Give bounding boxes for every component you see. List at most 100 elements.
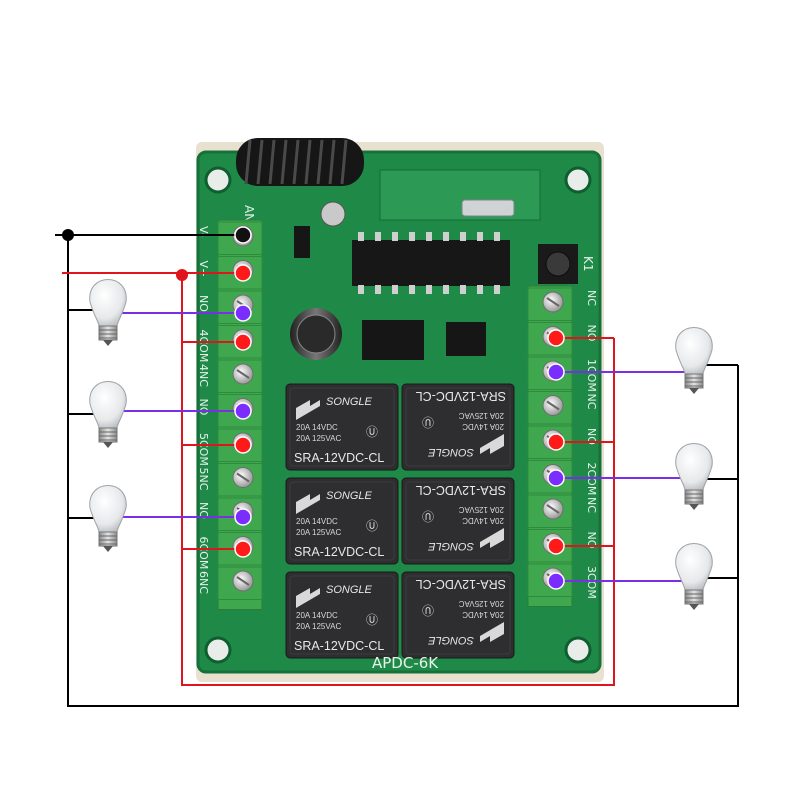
black-return-wire — [67, 235, 739, 707]
junction-dot — [176, 269, 188, 281]
terminal-dot — [234, 540, 252, 558]
decoder-ic — [352, 232, 510, 294]
k1-push-button[interactable] — [538, 244, 578, 284]
terminal-dot — [547, 572, 565, 590]
ic-pin — [358, 285, 364, 294]
terminal-label: NO — [585, 428, 598, 445]
light-bulb-icon — [675, 327, 713, 394]
terminal-label: 4COM — [197, 330, 210, 363]
terminal-dot — [234, 304, 252, 322]
light-bulb-icon — [89, 381, 127, 448]
relay-rating: 20A 14VDC — [462, 610, 504, 619]
ic-pin — [426, 232, 432, 241]
relay-rating: 20A 14VDC — [296, 517, 338, 526]
mounting-hole — [564, 636, 592, 664]
relays: SONGLE 20A 14VDC 20A 125VAC Ⓤ SRA-12VDC-CL SO… — [285, 383, 515, 659]
ic-pin — [443, 285, 449, 294]
relay-rating: 20A 125VAC — [296, 528, 341, 537]
relay-model: SRA-12VDC-CL — [294, 639, 384, 653]
songle-logo-icon — [296, 400, 320, 420]
terminal-dot — [234, 436, 252, 454]
mounting-hole — [204, 166, 232, 194]
relay-rating: 20A 14VDC — [296, 611, 338, 620]
ic-pin — [392, 232, 398, 241]
ic-pin — [409, 285, 415, 294]
relay-model: SRA-12VDC-CL — [294, 451, 384, 465]
ic-pin — [426, 285, 432, 294]
receiver-module — [379, 169, 541, 221]
songle-logo-icon — [480, 528, 504, 548]
ic-pin — [392, 285, 398, 294]
driver-chip — [362, 320, 424, 360]
terminal-label: NO — [585, 532, 598, 549]
terminal-dot — [547, 329, 565, 347]
songle-logo-icon — [480, 434, 504, 454]
relay-brand: SONGLE — [326, 490, 373, 502]
relay-brand: SONGLE — [427, 540, 474, 552]
relay-brand: SONGLE — [427, 634, 474, 646]
relay-rating: 20A 14VDC — [462, 516, 504, 525]
antenna-coil — [236, 138, 364, 186]
relay-model: SRA-12VDC-CL — [416, 483, 506, 497]
relay-brand: SONGLE — [326, 584, 373, 596]
terminal-dot — [547, 433, 565, 451]
relay-model: SRA-12VDC-CL — [416, 389, 506, 403]
ic-pin — [375, 232, 381, 241]
driver-chip — [446, 322, 486, 356]
relay-rating: 20A 125VAC — [296, 622, 341, 631]
ic-pin — [375, 285, 381, 294]
terminal-label: 5NC — [197, 468, 210, 491]
red-supply-wire — [181, 273, 615, 686]
light-bulb-icon — [675, 443, 713, 510]
ic-pin — [477, 232, 483, 241]
light-bulb-icon — [89, 279, 127, 346]
terminal-label: NO — [197, 399, 210, 416]
terminal-label: NO — [585, 325, 598, 342]
ic-pin — [443, 232, 449, 241]
ic-pin — [358, 232, 364, 241]
k1-label: K1 — [581, 256, 595, 272]
terminal-label: V+ — [197, 261, 210, 278]
terminal-label: 1COM — [585, 359, 598, 392]
ic-pin — [460, 285, 466, 294]
mounting-hole — [204, 636, 232, 664]
relay-rating: 20A 14VDC — [296, 423, 338, 432]
terminal-dot — [234, 264, 252, 282]
relay-model: SRA-12VDC-CL — [416, 577, 506, 591]
light-bulb-icon — [89, 485, 127, 552]
relay-brand: SONGLE — [427, 446, 474, 458]
songle-logo-icon — [480, 622, 504, 642]
terminal-label: NO — [197, 295, 210, 312]
terminal-label: NC — [585, 497, 598, 513]
terminal-dot — [547, 363, 565, 381]
terminal-dot — [234, 333, 252, 351]
terminal-label: 3COM — [585, 566, 598, 599]
crystal — [461, 199, 515, 217]
ul-mark-icon: Ⓤ — [422, 415, 434, 429]
relay-rating: 20A 125VAC — [296, 434, 341, 443]
relay-model: SRA-12VDC-CL — [294, 545, 384, 559]
ic-pin — [477, 285, 483, 294]
songle-logo-icon — [296, 588, 320, 608]
wires-back — [67, 235, 739, 707]
terminal-label: 5COM — [197, 433, 210, 466]
ic-pin — [460, 232, 466, 241]
relay-brand: SONGLE — [326, 396, 373, 408]
electrolytic-capacitor — [290, 308, 342, 360]
terminal-label: 6NC — [197, 571, 210, 594]
ic-pin — [409, 232, 415, 241]
relay-rating: 20A 125VAC — [459, 599, 504, 608]
wires-front — [55, 229, 738, 582]
terminal-label: 6COM — [197, 537, 210, 570]
relay-rating: 20A 125VAC — [459, 411, 504, 420]
terminal-label: 4NC — [197, 364, 210, 387]
light-bulbs — [89, 279, 713, 610]
ul-mark-icon: Ⓤ — [422, 603, 434, 617]
mounting-holes — [204, 166, 592, 664]
ul-mark-icon: Ⓤ — [366, 425, 378, 439]
